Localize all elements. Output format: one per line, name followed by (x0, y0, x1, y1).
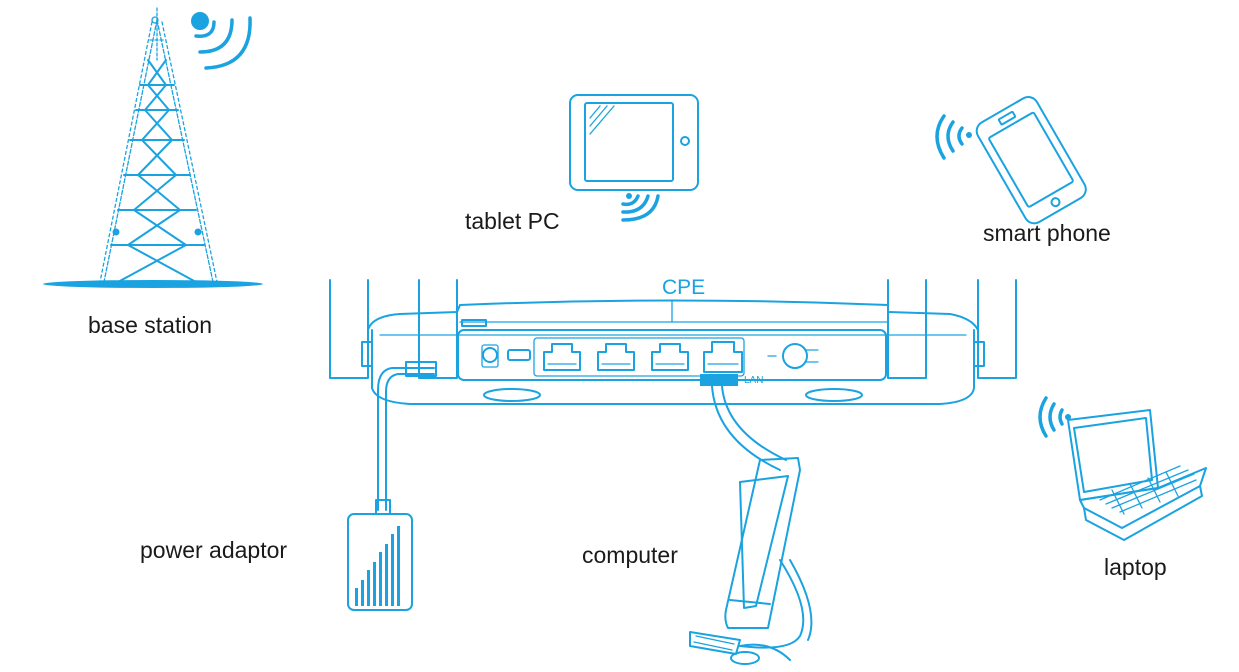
cpe-dc-jack (782, 343, 808, 369)
tablet-pc-icon (569, 94, 699, 222)
cpe-ethernet-port-3 (651, 343, 689, 371)
tower-signal-dot (191, 12, 209, 30)
cpe-router-icon (329, 279, 1017, 511)
laptop-label: laptop (1104, 554, 1167, 580)
computer-label: computer (582, 542, 678, 568)
base-station-tower-icon (43, 7, 263, 288)
tower-wave-3 (204, 16, 252, 70)
cpe-ethernet-port-2 (597, 343, 635, 371)
smart-phone-icon (935, 96, 1087, 225)
tower-wave-2 (198, 18, 234, 54)
tablet-pc-label: tablet PC (465, 208, 560, 234)
cpe-power-button (482, 347, 498, 363)
base-station-label: base station (88, 312, 213, 338)
tower-wave-1 (194, 20, 216, 38)
ethernet-plug (700, 374, 738, 386)
tower-ground (43, 280, 263, 288)
power-adaptor-label: power adaptor (140, 537, 288, 563)
cpe-ethernet-port-4 (703, 341, 743, 373)
smart-phone-label: smart phone (983, 220, 1111, 246)
lan-port-label: LAN (744, 375, 764, 386)
power-adaptor-icon (347, 499, 413, 611)
cpe-usb-port (507, 349, 531, 361)
computer-icon (689, 385, 813, 665)
cpe-ethernet-port-1 (543, 343, 581, 371)
cpe-label: CPE (662, 276, 706, 299)
laptop-icon (1038, 396, 1207, 541)
